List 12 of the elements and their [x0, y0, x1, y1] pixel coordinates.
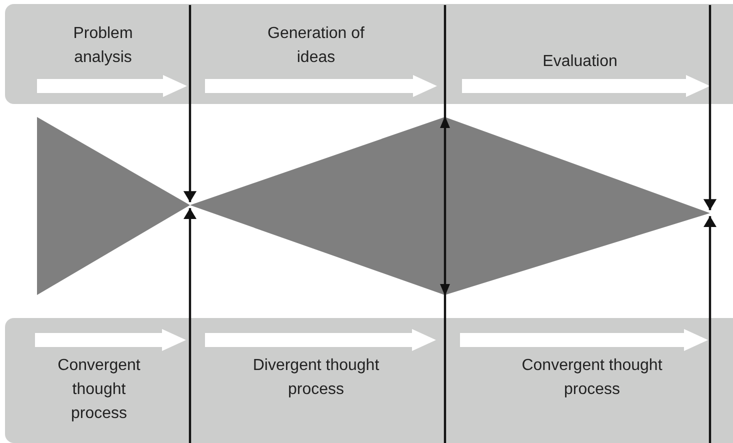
thought-process-label: Divergent thought process	[252, 356, 380, 400]
thought-process-label: Convergent thought process	[56, 356, 142, 424]
phase-label: Problem analysis	[72, 24, 134, 68]
thought-process-band	[5, 318, 733, 443]
thought-process-label: Convergent thought process	[520, 356, 664, 400]
phase-band	[5, 4, 733, 104]
arrow	[183, 208, 197, 443]
arrow	[183, 5, 197, 202]
arrow	[703, 5, 717, 210]
phase-label: Generation of ideas	[266, 24, 366, 68]
phase-label: Evaluation	[542, 52, 618, 72]
arrow	[703, 216, 717, 443]
